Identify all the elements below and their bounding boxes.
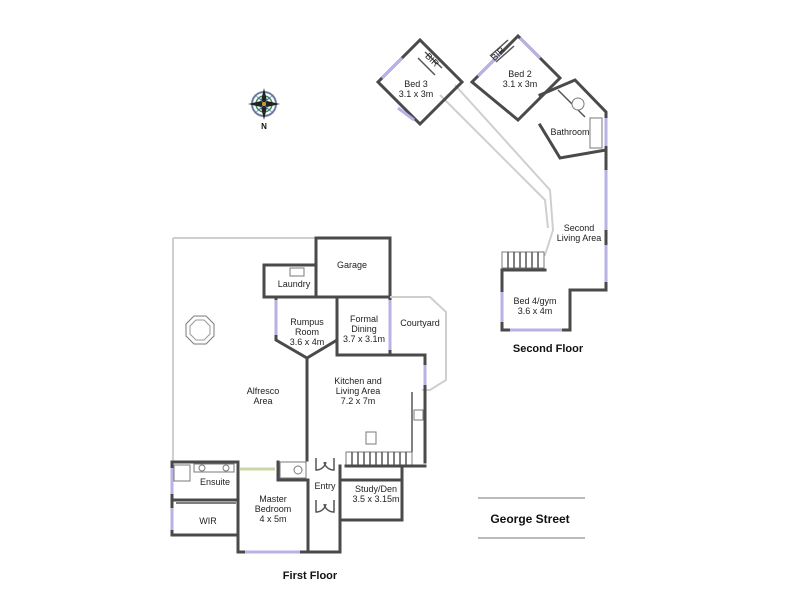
first-floor-title: First Floor (283, 570, 338, 582)
second-living-line1: Second (564, 223, 595, 233)
kitchen-size: 7.2 x 7m (341, 396, 376, 406)
ensuite-name: Ensuite (200, 477, 230, 487)
formal-dining-size: 3.7 x 3.1m (343, 334, 385, 344)
master-line2: Bedroom (255, 504, 292, 514)
alfresco-line2: Area (253, 396, 272, 406)
street-name: George Street (490, 512, 569, 526)
alfresco-line1: Alfresco (247, 386, 280, 396)
laundry-name: Laundry (278, 279, 311, 289)
bed2-name: Bed 2 (508, 69, 532, 79)
bed4-size: 3.6 x 4m (518, 306, 553, 316)
staircase-icon (345, 451, 413, 467)
staircase-icon (501, 251, 545, 269)
garage-name: Garage (337, 260, 367, 270)
bathroom-name: Bathroom (550, 127, 589, 137)
compass-icon (248, 88, 280, 120)
courtyard-name: Courtyard (400, 318, 440, 328)
kitchen-line2: Living Area (336, 386, 381, 396)
study-size: 3.5 x 3.15m (352, 494, 399, 504)
rumpus-size: 3.6 x 4m (290, 337, 325, 347)
master-line1: Master (259, 494, 287, 504)
first-floor-plan (170, 236, 447, 554)
compass-north-label: N (261, 122, 267, 131)
formal-dining-line2: Dining (351, 324, 377, 334)
study-name: Study/Den (355, 484, 397, 494)
bed3-name: Bed 3 (404, 79, 428, 89)
bed2-robe-label: BIR (489, 45, 507, 63)
master-size: 4 x 5m (259, 514, 286, 524)
entry-door-icon (315, 458, 335, 513)
entry-name: Entry (314, 481, 336, 491)
second-floor-title: Second Floor (513, 343, 584, 355)
bed2-size: 3.1 x 3m (503, 79, 538, 89)
second-living-line2: Living Area (557, 233, 602, 243)
rumpus-line1: Rumpus (290, 317, 324, 327)
wir-name: WIR (199, 516, 217, 526)
rumpus-line2: Room (295, 327, 319, 337)
spa-icon (185, 315, 215, 345)
second-floor-plan (375, 33, 608, 332)
bed4-name: Bed 4/gym (513, 296, 556, 306)
bed3-size: 3.1 x 3m (399, 89, 434, 99)
kitchen-line1: Kitchen and (334, 376, 382, 386)
formal-dining-line1: Formal (350, 314, 378, 324)
